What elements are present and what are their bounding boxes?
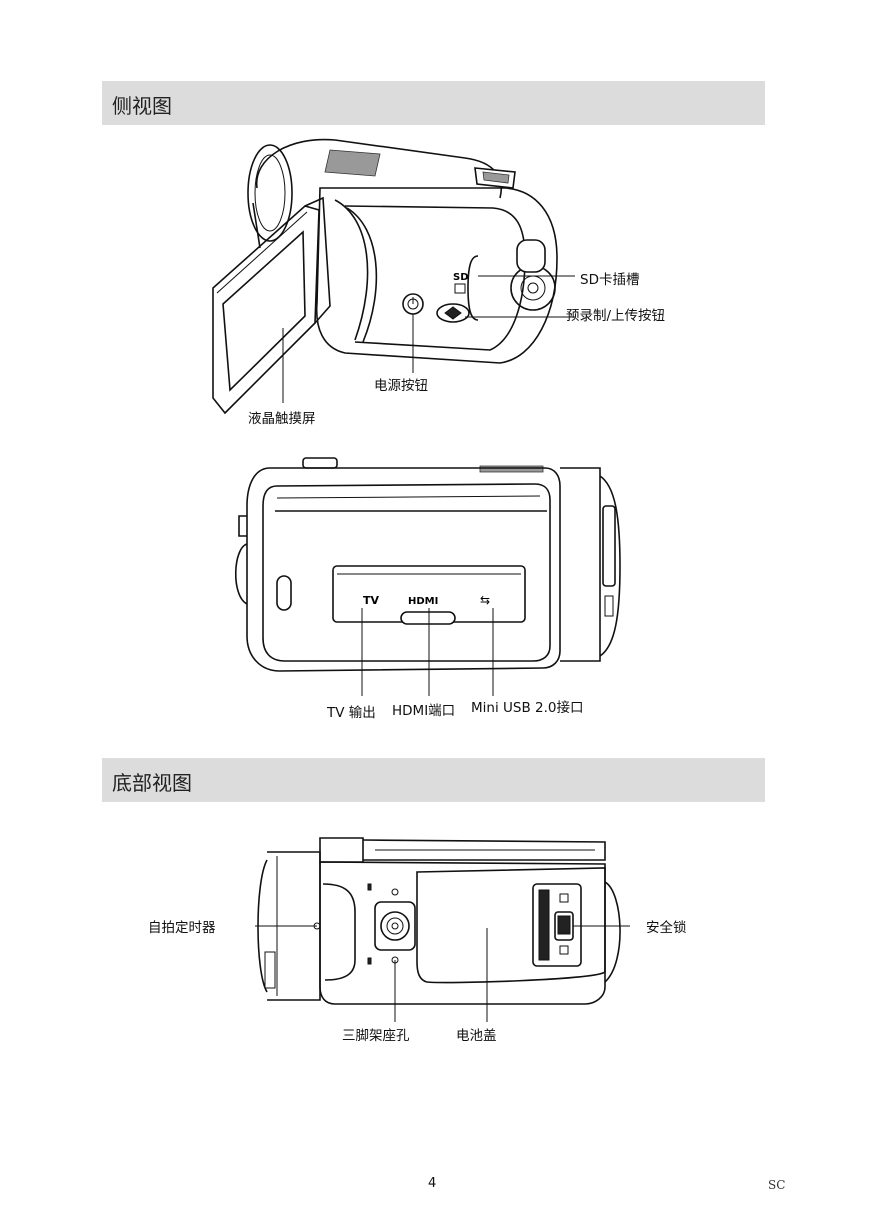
camcorder-ports-view-figure: TV HDMI ⇆ — [225, 456, 635, 696]
tv-mark-text: TV — [363, 594, 380, 607]
page-number: 4 — [428, 1176, 437, 1191]
label-safety-lock: 安全锁 — [646, 920, 687, 936]
camcorder-side-view-figure: SD — [195, 128, 595, 428]
camcorder-bottom-illustration — [235, 837, 630, 1022]
label-mini-usb-port: Mini USB 2.0接口 — [471, 700, 584, 716]
label-pre-record-button: 预录制/上传按钮 — [566, 308, 666, 324]
camcorder-ports-illustration: TV HDMI ⇆ — [235, 457, 621, 696]
camcorder-side-illustration: SD — [212, 138, 575, 415]
sd-mark-text: SD — [453, 272, 469, 283]
usb-mark-text: ⇆ — [480, 593, 490, 607]
label-lcd-touchscreen: 液晶触摸屏 — [248, 411, 316, 427]
label-tv-out: TV 输出 — [327, 705, 376, 721]
camcorder-bottom-view-figure — [235, 832, 630, 1022]
section-header-bottom-view: 底部视图 — [102, 758, 765, 802]
label-tripod-socket: 三脚架座孔 — [342, 1028, 410, 1044]
hdmi-mark-text: HDMI — [408, 596, 438, 607]
section-title: 侧视图 — [112, 94, 172, 118]
section-header-side-view: 侧视图 — [102, 81, 765, 125]
label-battery-cover: 电池盖 — [456, 1028, 497, 1044]
label-hdmi-port: HDMI端口 — [392, 703, 456, 719]
section-title: 底部视图 — [112, 771, 192, 795]
label-sd-card-slot: SD卡插槽 — [580, 272, 640, 288]
label-power-button: 电源按钮 — [374, 378, 428, 394]
language-code: SC — [768, 1178, 786, 1192]
label-self-timer: 自拍定时器 — [148, 920, 216, 936]
